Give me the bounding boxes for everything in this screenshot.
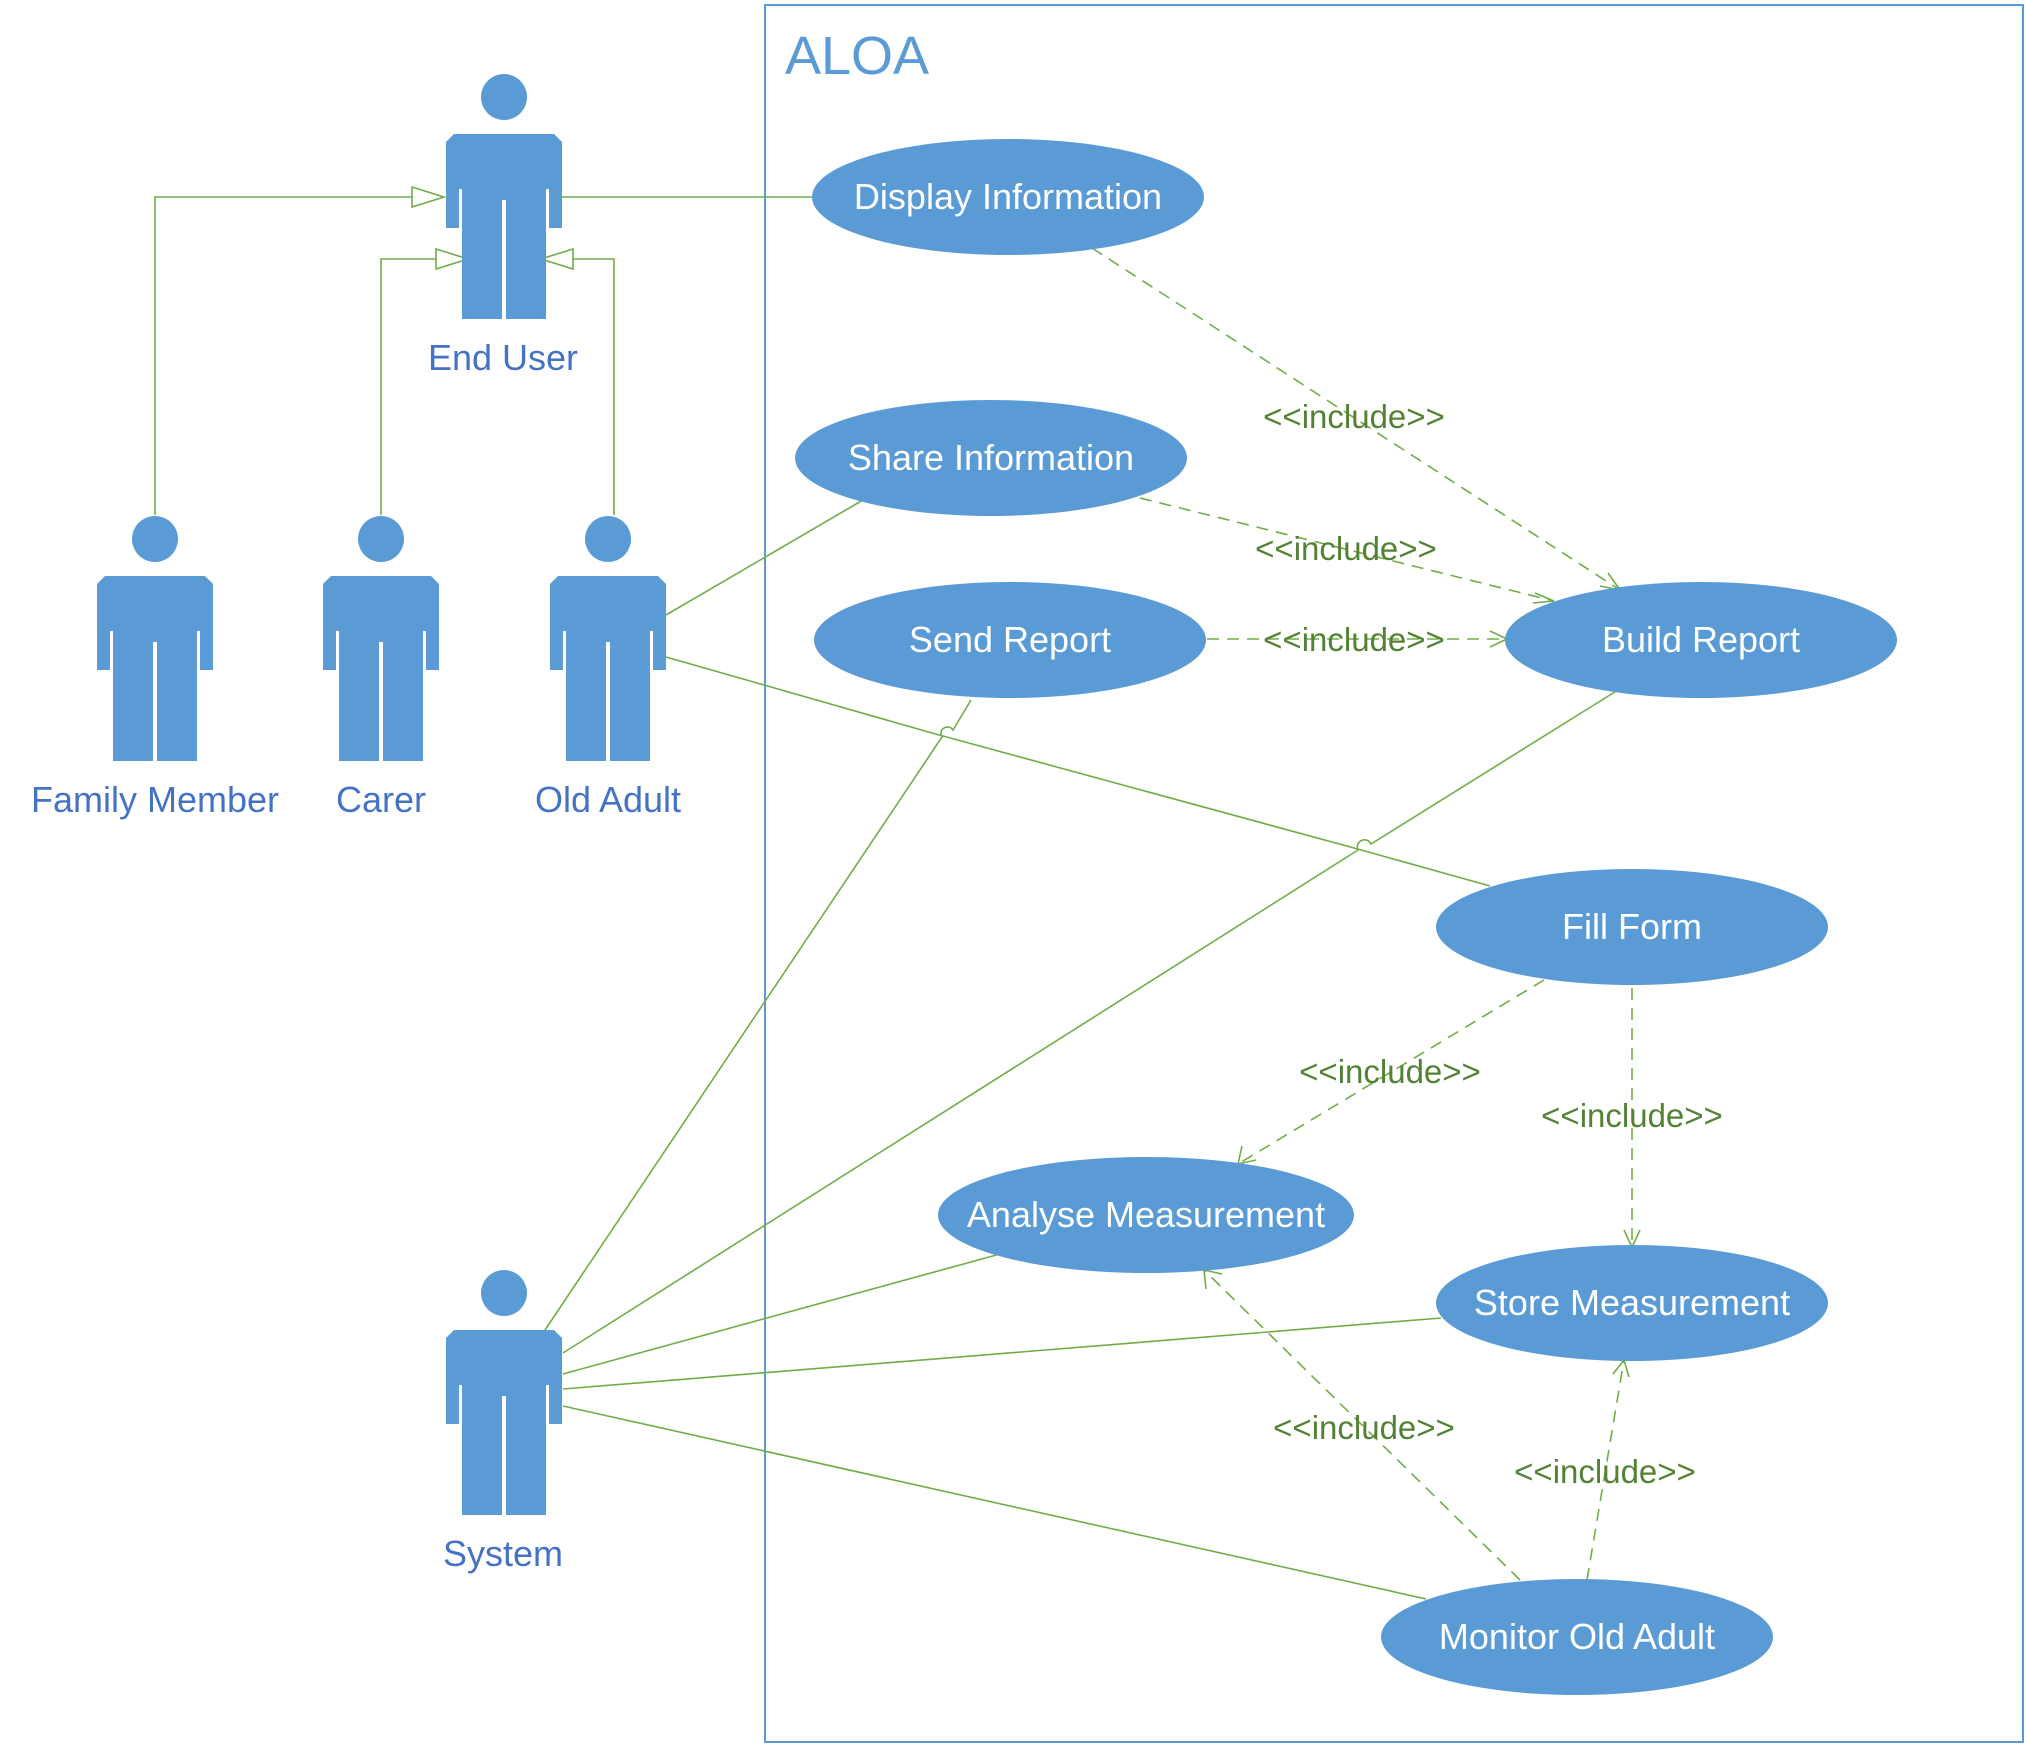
include-label-fillform-analyse: <<include>> xyxy=(1299,1053,1481,1090)
use-case-send-report[interactable] xyxy=(814,582,1206,698)
include-monitor-store xyxy=(1586,1359,1625,1581)
use-case-monitor-old-adult[interactable] xyxy=(1381,1579,1773,1695)
system-boundary xyxy=(764,4,2024,1743)
include-arrowhead-fillform-analyse xyxy=(1236,1145,1257,1166)
use-case-display-information[interactable] xyxy=(812,139,1204,255)
association-oldadult-fillform xyxy=(665,656,1491,887)
association-system-monitor xyxy=(562,1405,1427,1600)
include-label-display-build: <<include>> xyxy=(1263,398,1445,435)
include-label-monitor-analyse: <<include>> xyxy=(1273,1409,1455,1446)
use-case-share-information[interactable] xyxy=(795,400,1187,516)
actor-old-adult-icon[interactable] xyxy=(549,516,667,761)
generalization-carer xyxy=(380,258,436,515)
include-label-fillform-store: <<include>> xyxy=(1541,1097,1723,1134)
generalization-family-member xyxy=(154,196,412,515)
association-system-sendreport xyxy=(542,699,972,1334)
actor-carer-icon[interactable] xyxy=(322,516,440,761)
include-arrowhead-share-build xyxy=(1532,592,1555,604)
association-system-store xyxy=(562,1317,1442,1390)
include-label-send-build: <<include>> xyxy=(1263,621,1445,658)
actor-family-member-icon[interactable] xyxy=(96,516,214,761)
use-case-label-display-information: Display Information xyxy=(854,176,1162,217)
use-case-store-measurement[interactable] xyxy=(1436,1245,1828,1361)
generalization-arrowhead-carer xyxy=(435,247,471,271)
use-case-label-store-measurement: Store Measurement xyxy=(1474,1282,1790,1323)
include-share-build xyxy=(1139,497,1555,602)
actor-label-end-user: End User xyxy=(428,337,578,378)
actor-label-system: System xyxy=(443,1533,563,1574)
use-case-label-fill-form: Fill Form xyxy=(1562,906,1702,947)
association-oldadult-share xyxy=(665,499,864,616)
include-display-build xyxy=(1091,247,1621,591)
include-label-monitor-store: <<include>> xyxy=(1514,1453,1696,1490)
actor-end-user-icon[interactable] xyxy=(445,74,563,319)
actor-label-family-member: Family Member xyxy=(31,779,279,820)
generalization-arrowhead-family xyxy=(411,185,447,209)
use-case-label-send-report: Send Report xyxy=(909,619,1111,660)
use-case-build-report[interactable] xyxy=(1505,582,1897,698)
system-title: ALOA xyxy=(785,26,929,86)
use-case-fill-form[interactable] xyxy=(1436,869,1828,985)
actor-label-old-adult: Old Adult xyxy=(535,779,681,820)
generalization-old-adult xyxy=(573,258,615,515)
use-case-label-share-information: Share Information xyxy=(848,437,1134,478)
actor-system-icon[interactable] xyxy=(445,1270,563,1515)
actor-label-carer: Carer xyxy=(336,779,426,820)
association-system-analyse xyxy=(562,1253,1001,1375)
association-system-buildreport xyxy=(562,689,1619,1354)
generalization-arrowhead-old-adult xyxy=(538,247,574,271)
use-case-label-monitor-old-adult: Monitor Old Adult xyxy=(1439,1616,1715,1657)
use-case-analyse-measurement[interactable] xyxy=(938,1157,1354,1273)
include-monitor-analyse xyxy=(1203,1269,1521,1581)
include-label-share-build: <<include>> xyxy=(1255,530,1437,567)
use-case-label-build-report: Build Report xyxy=(1602,619,1800,660)
use-case-label-analyse-measurement: Analyse Measurement xyxy=(967,1194,1325,1235)
